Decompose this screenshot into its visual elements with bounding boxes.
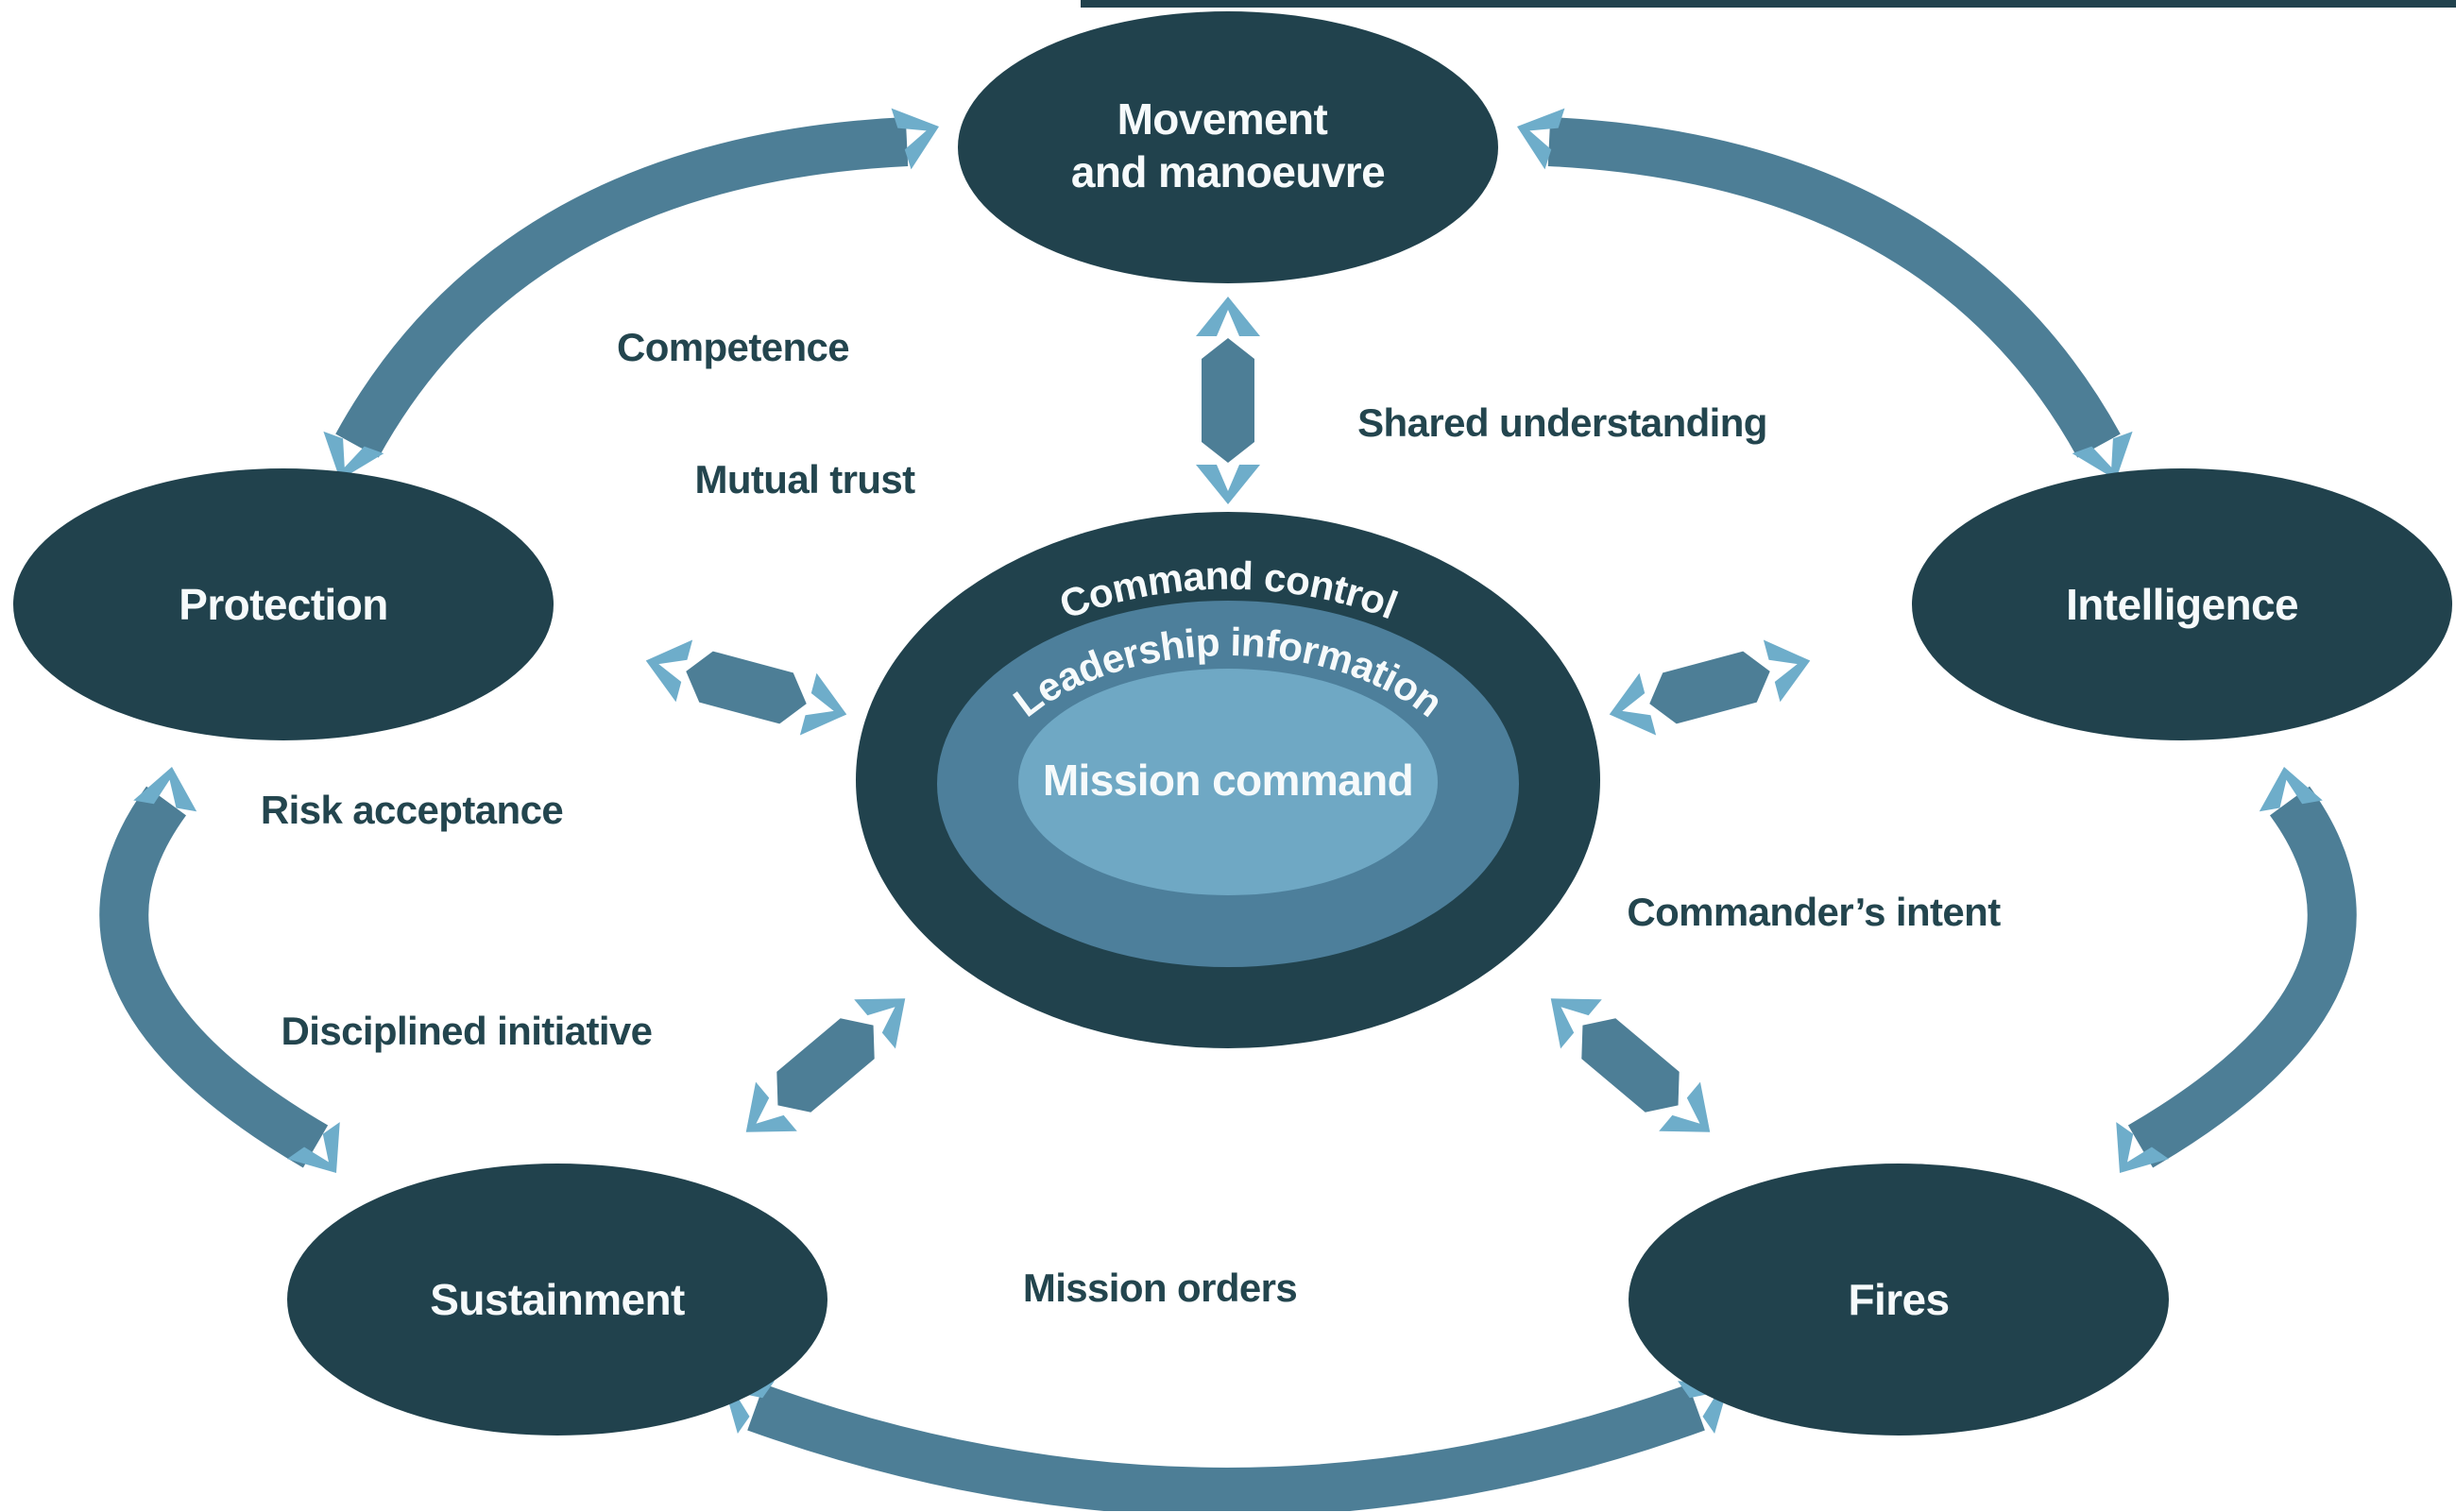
node-movement-and-manoeuvre: Movement and manoeuvre xyxy=(958,11,1498,283)
arc-band xyxy=(2127,786,2357,1168)
label-disciplined-initiative: Disciplined initiative xyxy=(281,1009,653,1053)
node-label-line2: and manoeuvre xyxy=(1071,147,1385,196)
mission-command-core xyxy=(1018,669,1438,895)
arc-band xyxy=(747,1384,1705,1511)
connector-center-intelligence xyxy=(1601,630,1818,746)
node-fires: Fires xyxy=(1629,1164,2169,1436)
node-ellipse xyxy=(13,468,554,740)
node-ellipse xyxy=(1629,1164,2169,1436)
node-label: Intelligence xyxy=(2066,580,2298,629)
node-label: Fires xyxy=(1849,1275,1950,1324)
label-mutual-trust: Mutual trust xyxy=(694,457,915,501)
label-competence: Competence xyxy=(617,325,849,369)
node-label: Movement and manoeuvre xyxy=(1071,94,1385,196)
node-protection: Protection xyxy=(13,468,554,740)
arc-intelligence-fires xyxy=(2093,761,2357,1192)
node-label: Protection xyxy=(179,580,387,629)
node-ellipse xyxy=(958,11,1498,283)
node-ellipse xyxy=(1912,468,2452,740)
arc-sustainment-fires xyxy=(705,1358,1748,1511)
arc-protection-sustainment xyxy=(99,761,363,1192)
node-ellipse xyxy=(287,1164,827,1436)
node-label-line1: Movement xyxy=(1117,94,1328,144)
arc-band xyxy=(99,786,329,1168)
connector-center-movement xyxy=(1196,297,1260,504)
node-intelligence: Intelligence xyxy=(1912,468,2452,740)
node-sustainment: Sustainment xyxy=(287,1164,827,1436)
connector-center-protection xyxy=(638,630,855,746)
arc-movement-intelligence xyxy=(1507,95,2146,491)
label-shared-understanding: Shared understanding xyxy=(1357,400,1767,445)
screenshot-edge-artifact xyxy=(1081,0,2456,8)
label-mission-orders: Mission orders xyxy=(1023,1266,1297,1310)
mission-command-label: Mission command xyxy=(1043,756,1413,805)
connector-center-fires xyxy=(1530,974,1731,1157)
arc-protection-movement xyxy=(310,95,949,491)
arc-band xyxy=(1547,117,2121,458)
label-risk-acceptance: Risk acceptance xyxy=(261,788,563,832)
connector-center-sustainment xyxy=(725,974,926,1157)
center-group: Command control Leadership information M… xyxy=(856,512,1600,1048)
node-label: Sustainment xyxy=(430,1275,685,1324)
label-commanders-intent: Commander’s intent xyxy=(1627,890,2001,934)
arc-band xyxy=(335,117,909,458)
